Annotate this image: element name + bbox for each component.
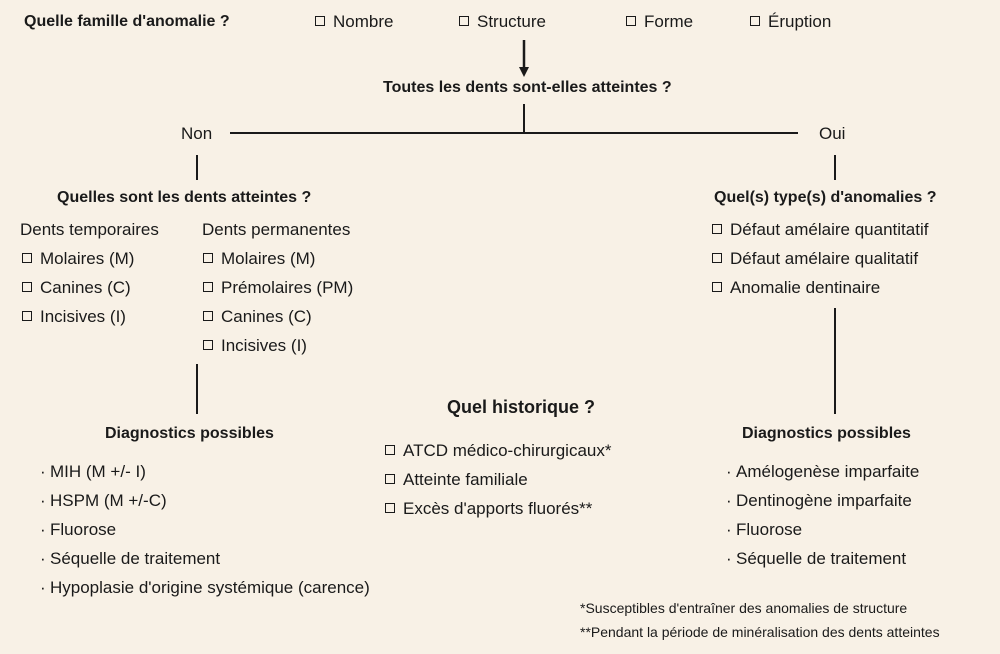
right-diag-item: ·Dentinogène imparfaite [726, 491, 912, 510]
checkbox-icon[interactable] [712, 253, 722, 263]
right-diag-item: ·Séquelle de traitement [726, 549, 907, 568]
checkbox-icon[interactable] [22, 253, 32, 263]
temporary-item[interactable]: Molaires (M) [22, 249, 134, 269]
checkbox-icon[interactable] [315, 16, 325, 26]
permanent-title: Dents permanentes [202, 220, 351, 239]
permanent-item[interactable]: Prémolaires (PM) [203, 278, 353, 298]
history-item[interactable]: Excès d'apports fluorés** [385, 499, 592, 519]
permanent-item[interactable]: Molaires (M) [203, 249, 315, 269]
option-nombre[interactable]: Nombre [315, 12, 393, 32]
right-item[interactable]: Défaut amélaire qualitatif [712, 249, 918, 269]
footnote: **Pendant la période de minéralisation d… [580, 624, 940, 640]
right-item[interactable]: Anomalie dentinaire [712, 278, 880, 298]
bullet-icon: · [726, 520, 732, 539]
checkbox-icon[interactable] [203, 282, 213, 292]
left-diag-item: ·MIH (M +/- I) [40, 462, 146, 481]
left-question: Quelles sont les dents atteintes ? [57, 189, 312, 206]
checkbox-icon[interactable] [203, 311, 213, 321]
main-question: Toutes les dents sont-elles atteintes ? [383, 79, 672, 96]
branch-no-label: Non [181, 124, 213, 143]
checkbox-icon[interactable] [22, 282, 32, 292]
bullet-icon: · [726, 549, 732, 568]
bullet-icon: · [40, 520, 46, 539]
right-diag-item: ·Fluorose [726, 520, 803, 539]
left-diag-title: Diagnostics possibles [105, 425, 274, 442]
temporary-title: Dents temporaires [20, 220, 159, 239]
temporary-item[interactable]: Incisives (I) [22, 307, 126, 327]
checkbox-icon[interactable] [712, 224, 722, 234]
history-item[interactable]: Atteinte familiale [385, 470, 528, 490]
bullet-icon: · [726, 491, 732, 510]
bullet-icon: · [40, 578, 46, 597]
checkbox-icon[interactable] [385, 503, 395, 513]
family-question: Quelle famille d'anomalie ? [24, 13, 230, 30]
checkbox-icon[interactable] [203, 253, 213, 263]
checkbox-icon[interactable] [22, 311, 32, 321]
footnote: *Susceptibles d'entraîner des anomalies … [580, 600, 908, 616]
right-diag-title: Diagnostics possibles [742, 425, 911, 442]
bullet-icon: · [40, 549, 46, 568]
right-question: Quel(s) type(s) d'anomalies ? [714, 189, 937, 206]
permanent-item[interactable]: Incisives (I) [203, 336, 307, 356]
option-eruption[interactable]: Éruption [750, 12, 831, 32]
bullet-icon: · [40, 491, 46, 510]
left-diag-item: ·Séquelle de traitement [40, 549, 221, 568]
checkbox-icon[interactable] [712, 282, 722, 292]
branch-yes-label: Oui [819, 124, 846, 143]
checkbox-icon[interactable] [203, 340, 213, 350]
left-diag-item: ·HSPM (M +/-C) [40, 491, 167, 510]
checkbox-icon[interactable] [626, 16, 636, 26]
checkbox-icon[interactable] [385, 474, 395, 484]
checkbox-icon[interactable] [459, 16, 469, 26]
right-diag-item: ·Amélogenèse imparfaite [726, 462, 920, 481]
checkbox-icon[interactable] [385, 445, 395, 455]
checkbox-icon[interactable] [750, 16, 760, 26]
temporary-item[interactable]: Canines (C) [22, 278, 131, 298]
left-diag-item: ·Fluorose [40, 520, 117, 539]
option-forme[interactable]: Forme [626, 12, 693, 32]
history-item[interactable]: ATCD médico-chirurgicaux* [385, 441, 611, 461]
right-item[interactable]: Défaut amélaire quantitatif [712, 220, 928, 240]
bullet-icon: · [40, 462, 46, 481]
left-diag-item: ·Hypoplasie d'origine systémique (carenc… [40, 578, 370, 597]
history-title: Quel historique ? [447, 397, 596, 417]
permanent-item[interactable]: Canines (C) [203, 307, 312, 327]
option-structure[interactable]: Structure [459, 12, 546, 32]
bullet-icon: · [726, 462, 732, 481]
